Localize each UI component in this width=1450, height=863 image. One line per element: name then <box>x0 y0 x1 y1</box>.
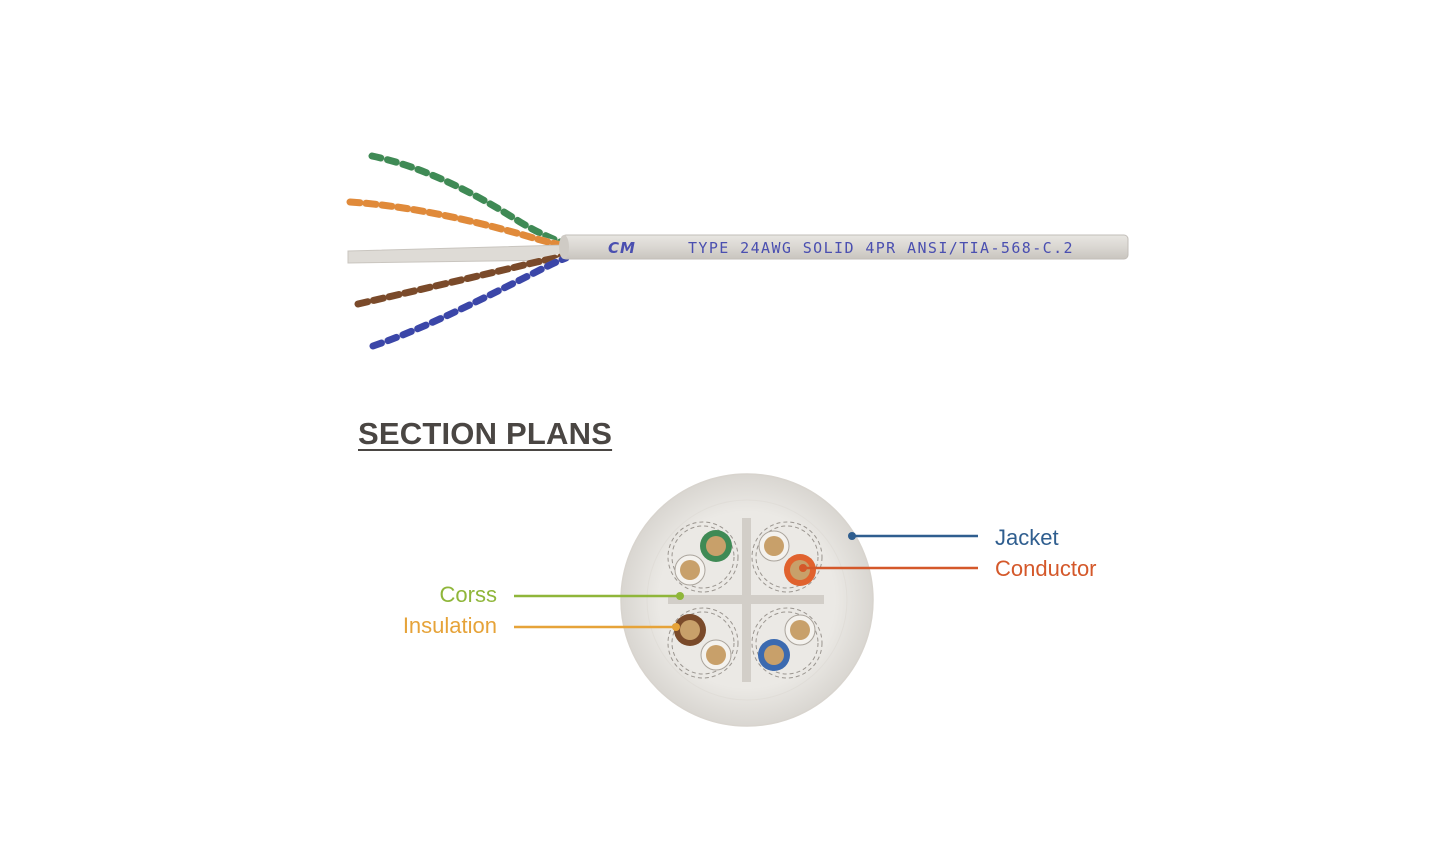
insulation-leader <box>514 623 680 631</box>
pair-orange <box>758 530 816 586</box>
conductor-leader <box>799 564 978 572</box>
pair-blue <box>758 614 816 671</box>
pair-brown <box>674 614 732 671</box>
jacket-label: Jacket <box>995 525 1059 550</box>
cable-print-text: TYPE 24AWG SOLID 4PR ANSI/TIA-568-C.2 <box>688 239 1074 257</box>
insulation-label: Insulation <box>402 613 497 638</box>
cable-illustration: CM TYPE 24AWG SOLID 4PR ANSI/TIA-568-C.2 <box>346 152 1129 350</box>
pair-green <box>674 530 732 586</box>
cross-section <box>620 473 874 727</box>
orange-twisted-pair <box>346 198 570 250</box>
brown-twisted-pair <box>354 252 570 308</box>
blue-twisted-pair <box>369 254 570 350</box>
corss-label: Corss <box>439 582 497 607</box>
jacket-leader <box>848 532 978 540</box>
cable-logo: CM <box>608 239 636 257</box>
conductor-label: Conductor <box>995 556 1097 581</box>
cross-separator <box>668 518 824 682</box>
corss-leader <box>514 592 684 600</box>
section-title: SECTION PLANS <box>358 416 613 451</box>
green-twisted-pair <box>368 152 570 248</box>
